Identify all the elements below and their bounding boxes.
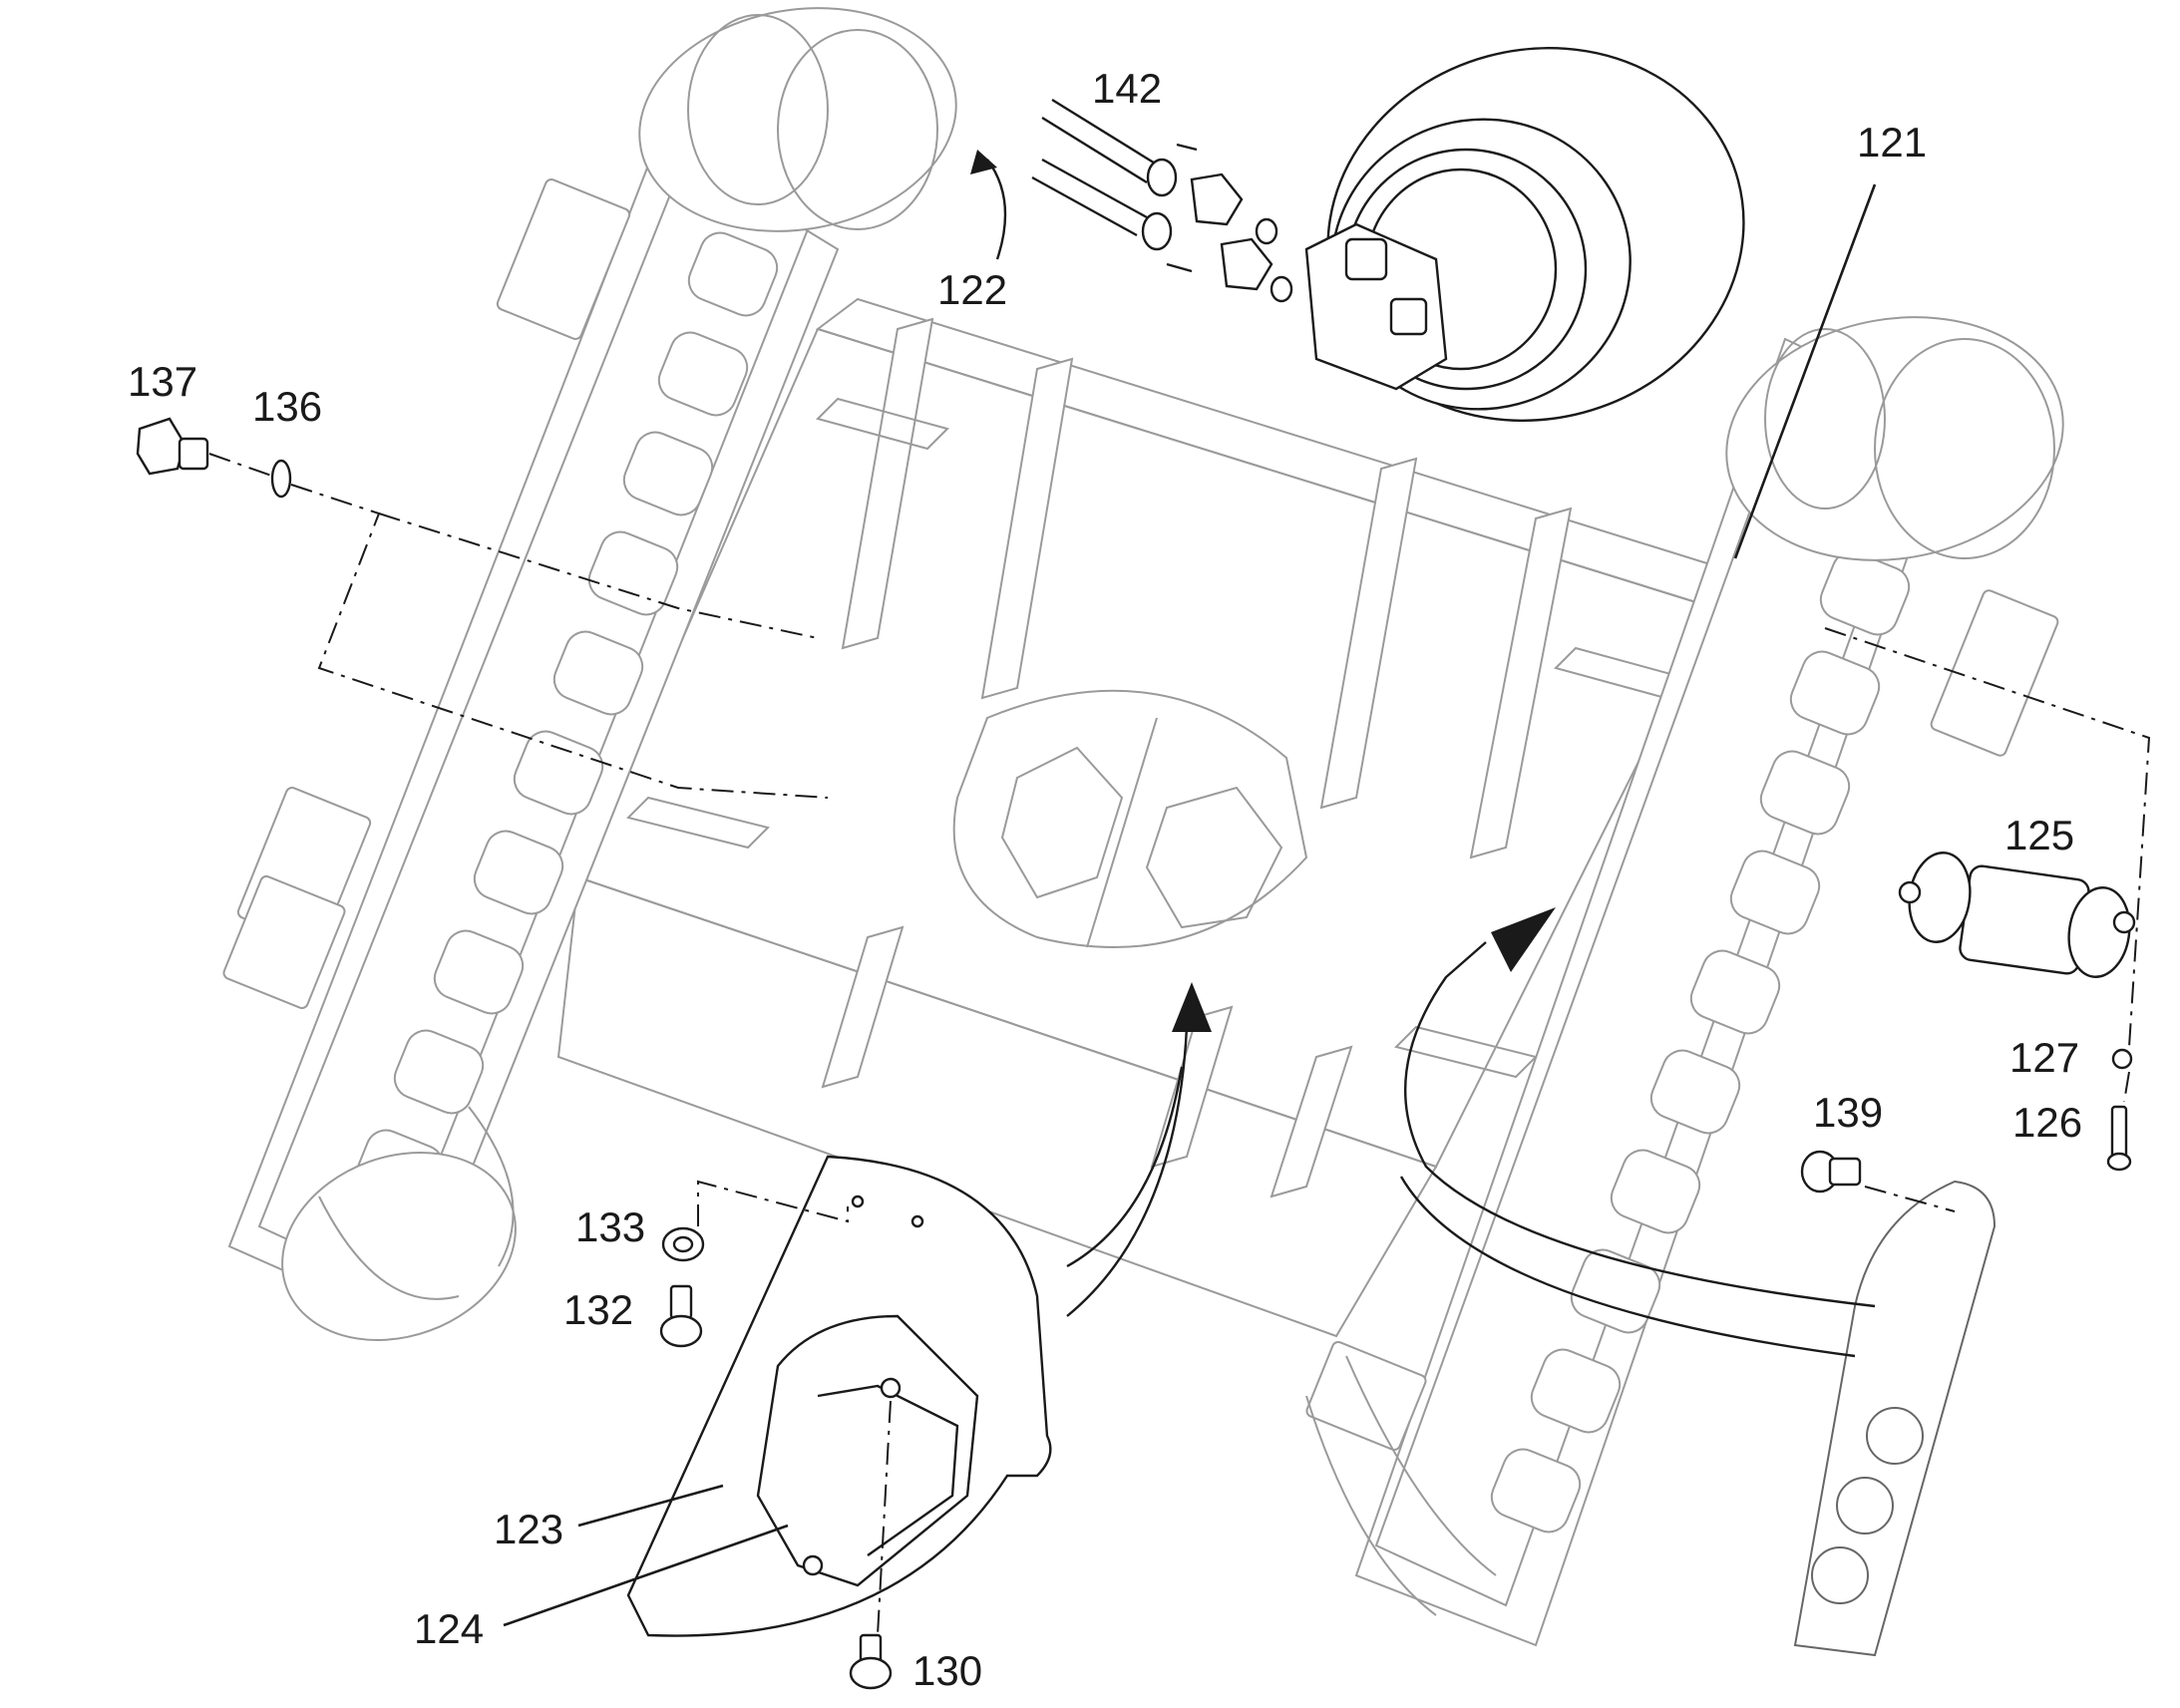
track-roller-125 [1898,852,2136,978]
right-idler-wheel [1725,316,2064,561]
label-137: 137 [128,358,197,405]
hose-fittings-142 [1031,98,1293,303]
sweep-arrow-center [1066,982,1212,1317]
label-133: 133 [575,1203,645,1250]
part-labels: 121 122 123 124 125 126 127 130 132 133 … [128,65,2082,1694]
label-122: 122 [937,266,1007,313]
label-126: 126 [2012,1099,2082,1146]
arrow-head-center [1172,982,1212,1032]
o-ring-lower [1270,275,1293,303]
washer-127-icon [2111,1048,2133,1070]
o-ring-upper [1255,217,1278,245]
left-idler-wheel [638,7,957,232]
sweep-arrow-right [1399,907,1876,1358]
label-142: 142 [1092,65,1162,112]
cover-plate-123 [626,1155,1052,1637]
right-track-shoes [1305,589,2059,1452]
frame-ribs [821,317,1573,1198]
label-125: 125 [2004,812,2074,858]
label-132: 132 [563,1286,633,1333]
flange-clamp-lower [1220,237,1273,291]
side-plate-gasket [1793,1180,1997,1657]
label-124: 124 [414,1605,484,1652]
flange-clamp-upper [1190,172,1244,226]
travel-motor [1304,47,1745,422]
bolt-130-icon [849,1633,893,1690]
right-track-rollers [1490,550,1911,1534]
right-sprocket [1305,1355,1497,1616]
washer-136-icon [270,459,292,499]
swing-bearing-plate [952,689,1308,948]
bolt-137-icon [136,417,209,476]
bolt-132-icon [659,1284,703,1348]
left-track-shoes [222,178,631,1010]
left-track-assembly [222,7,957,1342]
label-130: 130 [912,1647,982,1694]
right-track-assembly [1305,316,2064,1647]
left-track-rollers [353,231,779,1214]
motor-valve-block [1304,222,1448,391]
label-123: 123 [494,1506,563,1552]
centerlines [208,453,2151,1636]
undercarriage-frame [556,297,1758,1338]
arrow-122 [986,159,1007,260]
bolt-139-icon [1800,1150,1862,1194]
left-sprocket [281,1106,517,1342]
label-127: 127 [2009,1034,2079,1081]
label-121: 121 [1857,119,1927,166]
bolt-126-icon [2106,1105,2132,1172]
arrow-head-right [1491,907,1556,972]
label-136: 136 [252,383,322,430]
leader-lines [503,183,1877,1627]
label-139: 139 [1813,1089,1883,1136]
